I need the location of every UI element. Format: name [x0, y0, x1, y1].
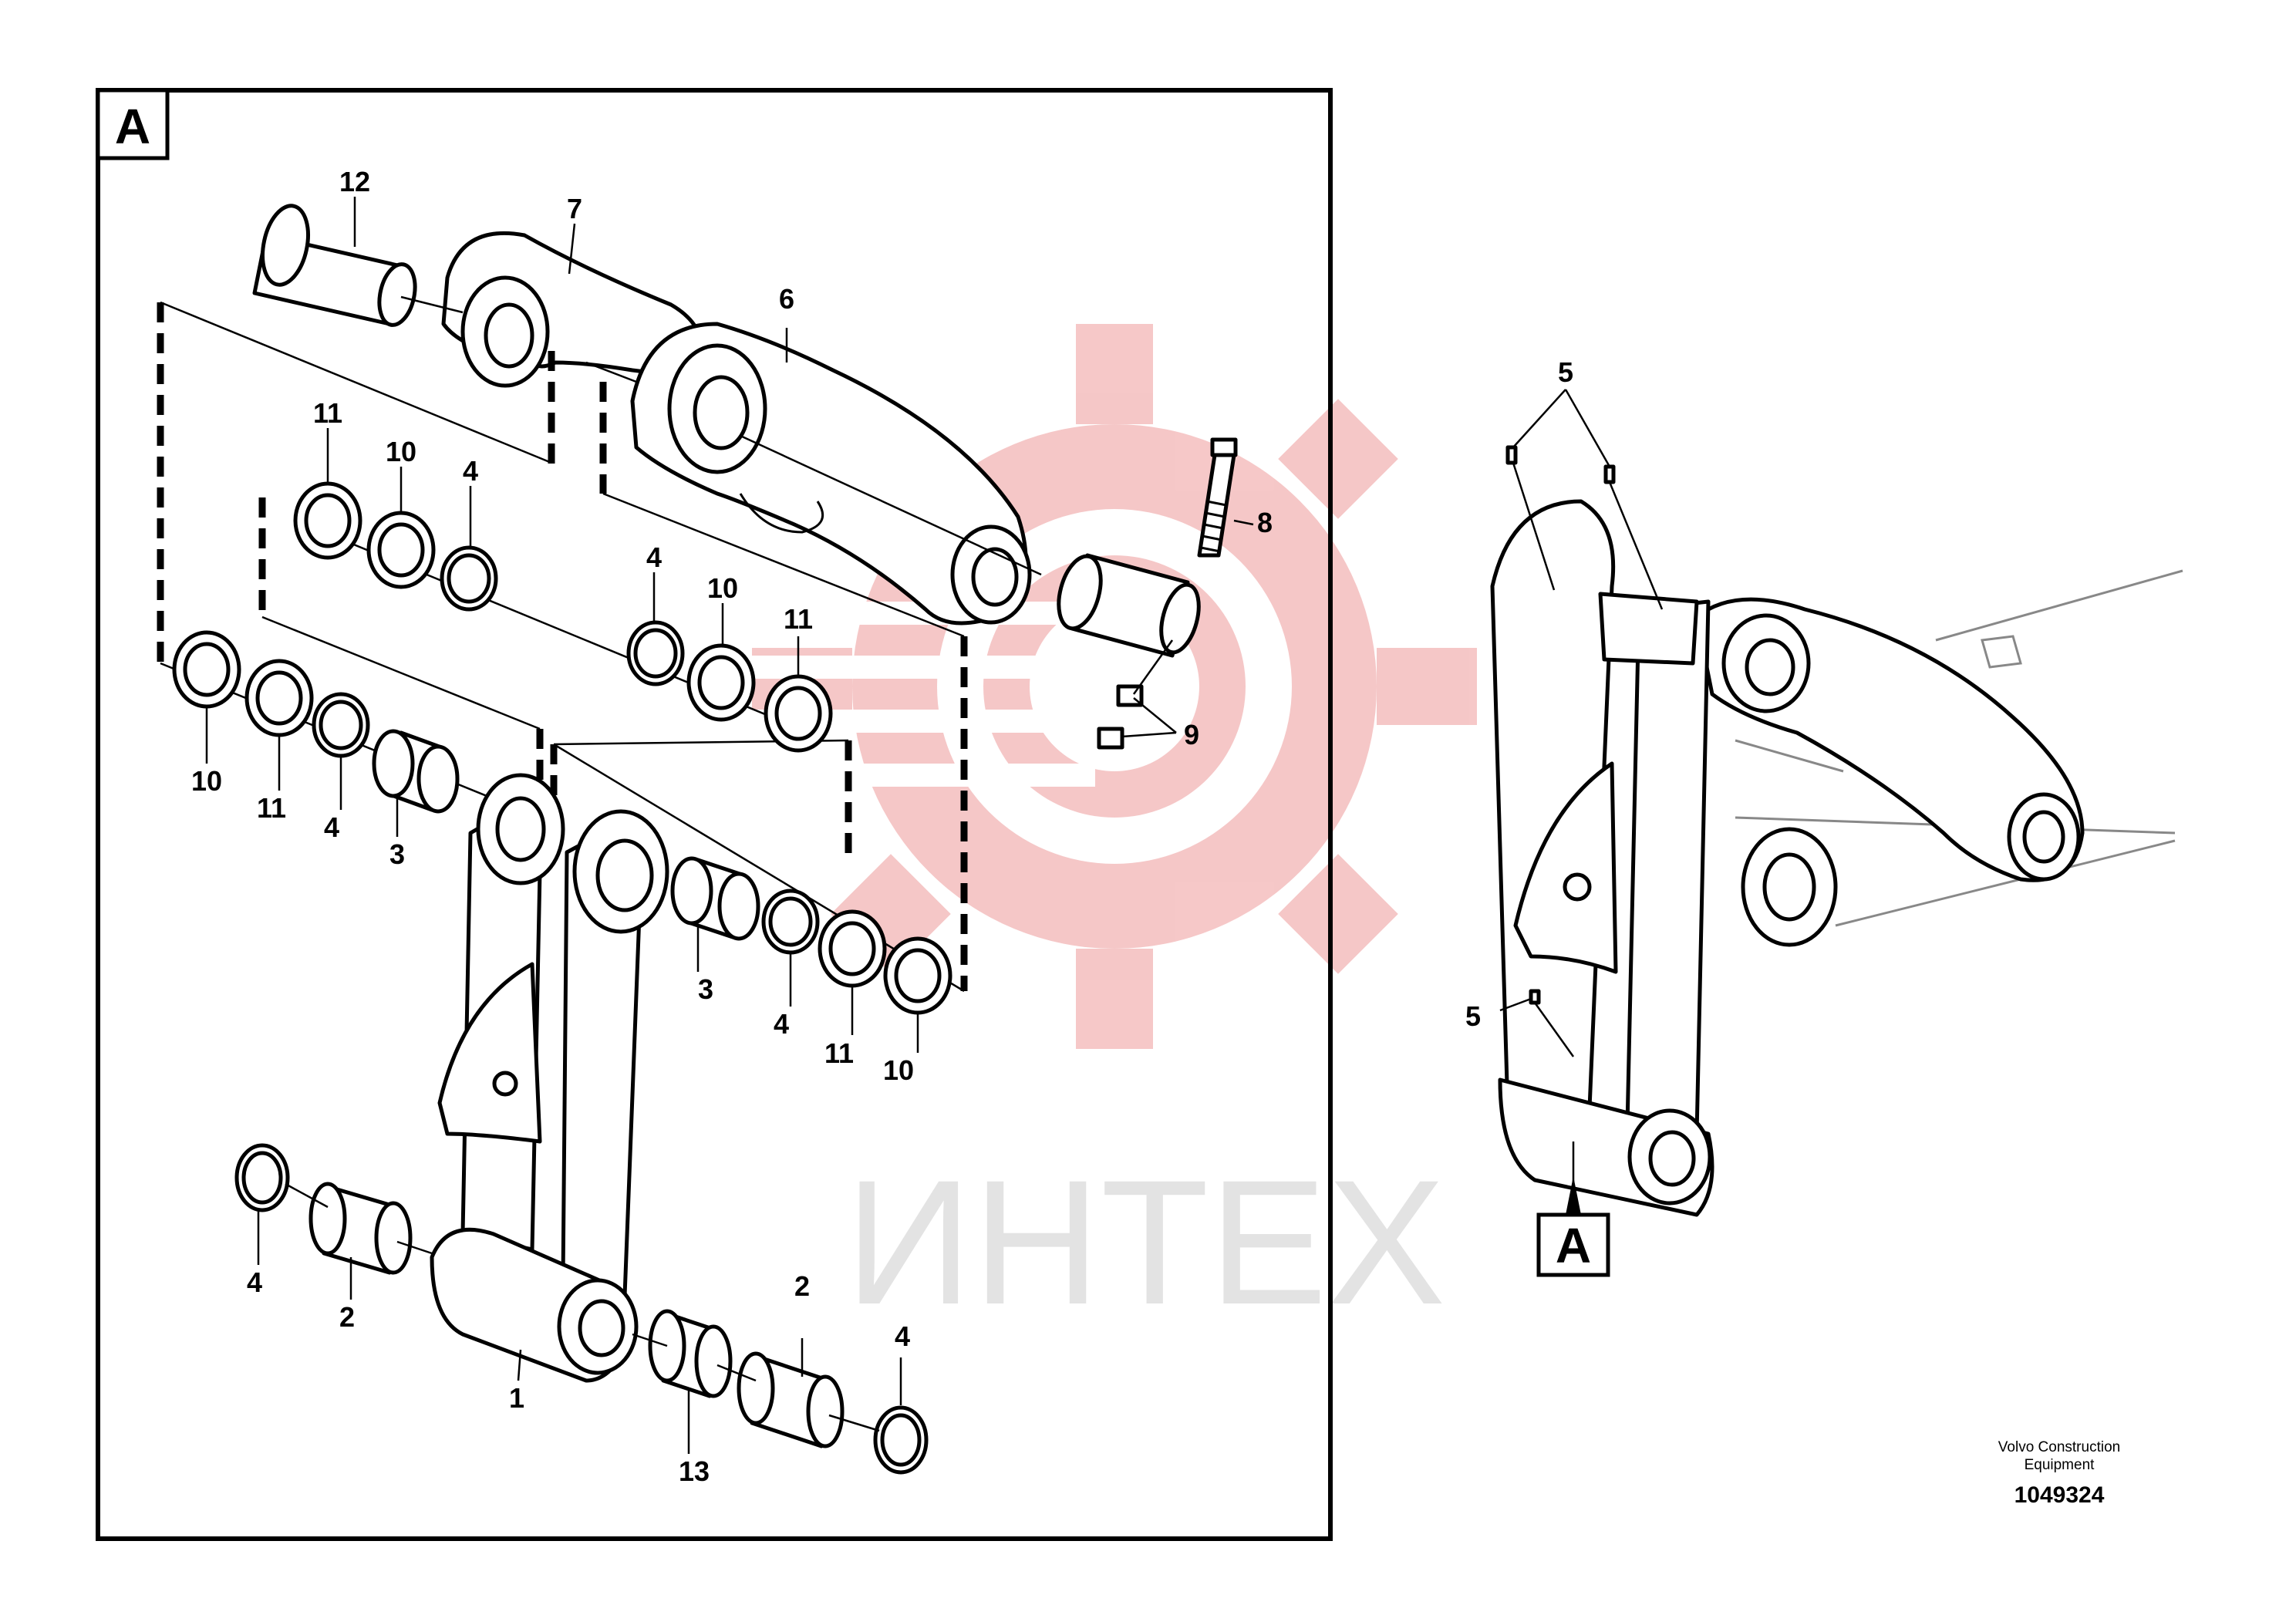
- grease-nipple-3: [1529, 989, 1541, 1005]
- watermark-text: ИНТЕХ: [845, 1143, 1446, 1341]
- detail-frame: [96, 88, 1333, 1541]
- callout-13: 13: [679, 1455, 710, 1487]
- drawing-number: 1049324: [2014, 1482, 2105, 1508]
- assembly-view: 5 5 A: [1465, 356, 2183, 1277]
- callout-7: 7: [567, 193, 582, 224]
- rings-upper-right: [626, 620, 833, 753]
- assembly-pivot-inner: [1745, 638, 1795, 696]
- reference-arrow-icon: [1566, 1176, 1581, 1215]
- reference-label: A: [1556, 1218, 1591, 1273]
- assembly-bottom-bore-inner: [1648, 1130, 1696, 1187]
- assembly-lower-bore-inner: [1762, 852, 1816, 922]
- part-3-bushing-left: [372, 729, 460, 814]
- detail-label: A: [115, 99, 150, 154]
- callout-11-lower-right: 11: [824, 1037, 854, 1069]
- part-2-bushing-right: [737, 1351, 845, 1448]
- callout-9: 9: [1184, 719, 1199, 750]
- assembly-bracket: [1513, 761, 1618, 974]
- rings-lower-left: [172, 630, 370, 758]
- part-6-link: [630, 322, 1032, 626]
- callout-3-right: 3: [698, 973, 713, 1005]
- callout-4-bottom-right: 4: [895, 1320, 910, 1352]
- grease-nipple-2: [1603, 464, 1616, 484]
- callout-10-upper-right: 10: [707, 572, 738, 604]
- callout-5-bottom: 5: [1465, 1000, 1481, 1032]
- callouts-detail: 12 7 6 11 10 4 8 4 10 11 9 10 11 4 3 3 4…: [191, 166, 1273, 1487]
- leader-lines: [205, 197, 1254, 1454]
- assembly-bracket-hole: [1563, 872, 1592, 902]
- callout-2-right: 2: [794, 1270, 810, 1302]
- part-4-ring-lower-right: [873, 1405, 929, 1475]
- exploded-view: [157, 197, 1254, 1475]
- part-8-bolt: [1197, 437, 1238, 558]
- assembly-leaders: [1499, 389, 1664, 1211]
- brand-line-1: Volvo Construction: [1998, 1439, 2120, 1455]
- part-3-bushing-right: [670, 856, 760, 941]
- callout-4-upper-right: 4: [646, 541, 662, 573]
- callout-6: 6: [779, 283, 794, 315]
- callout-11-upper-right: 11: [784, 603, 813, 635]
- part-7-link: [441, 231, 704, 388]
- callout-12: 12: [339, 166, 370, 197]
- callout-4-upper: 4: [463, 455, 478, 487]
- part-13-bushing: [648, 1309, 733, 1398]
- callout-10-lower-left: 10: [191, 765, 222, 797]
- grease-nipple-1: [1505, 445, 1518, 465]
- reference-label-box: [1536, 1212, 1610, 1277]
- lower-axis-lines: [285, 1182, 880, 1432]
- assembly-pin: [1598, 592, 1699, 666]
- callout-4-bottom-left: 4: [247, 1266, 262, 1298]
- rings-upper-left: [293, 481, 498, 612]
- callout-11-upper: 11: [313, 397, 342, 429]
- part-shaft: [1057, 553, 1201, 658]
- callout-4-lower-right: 4: [774, 1008, 789, 1040]
- footer: Volvo Construction Equipment 1049324: [1998, 1439, 2120, 1508]
- rings-lower-right: [761, 889, 952, 1015]
- part-12-pin: [252, 204, 417, 327]
- callout-4-lower-left: 4: [324, 811, 339, 843]
- callout-8: 8: [1257, 507, 1273, 538]
- callout-1: 1: [509, 1382, 524, 1414]
- assembly-bore-right-inner: [2022, 810, 2065, 864]
- assembly-link-1-right: [1625, 599, 1711, 1136]
- part-4-ring-lower-left: [234, 1143, 290, 1212]
- brand-line-2: Equipment: [2025, 1457, 2095, 1473]
- callout-10-upper: 10: [386, 436, 416, 467]
- callout-10-lower-right: 10: [883, 1054, 914, 1086]
- callout-3-left: 3: [389, 838, 405, 870]
- detail-label-box: [96, 88, 170, 160]
- assembly-link-1-left: [1490, 499, 1616, 1128]
- part-2-bushing-left: [308, 1182, 413, 1275]
- part-1-link: [430, 773, 669, 1383]
- callout-5-top: 5: [1558, 356, 1573, 388]
- callout-11-lower-left: 11: [257, 792, 286, 824]
- callout-2-left: 2: [339, 1301, 355, 1333]
